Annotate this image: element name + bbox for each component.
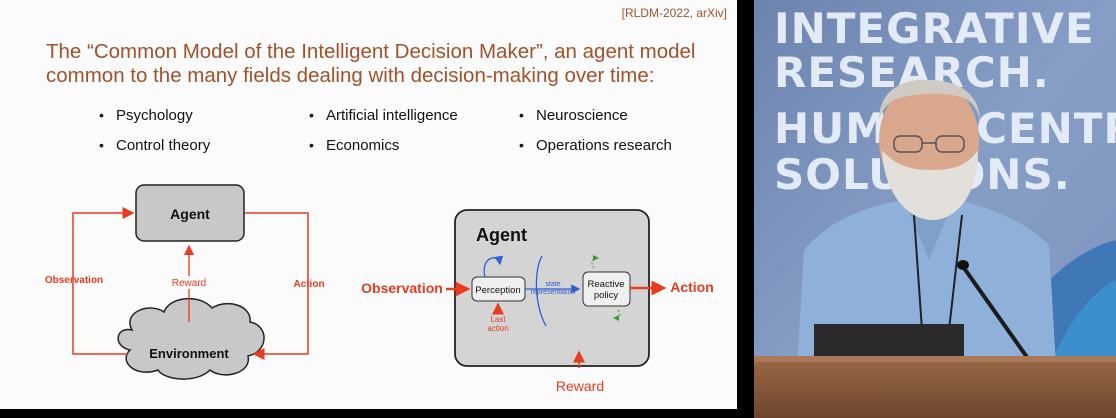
microphone-stem bbox=[962, 266, 1031, 362]
bullet-dot-icon: • bbox=[309, 137, 314, 153]
right-reward-label: Reward bbox=[556, 378, 604, 394]
laptop bbox=[814, 324, 964, 362]
glasses-right bbox=[935, 135, 965, 153]
bullet-label: Psychology bbox=[116, 107, 193, 124]
speaker-figure bbox=[754, 79, 1116, 418]
left-agent-label: Agent bbox=[170, 206, 210, 222]
last-action-label-line-1: Last bbox=[490, 315, 506, 324]
reactive-policy-label-line-1: Reactive bbox=[588, 279, 625, 290]
state-curve bbox=[535, 255, 547, 327]
bullet-item: • Neuroscience bbox=[519, 107, 628, 124]
bullet-item: • Psychology bbox=[99, 107, 193, 124]
lanyard bbox=[913, 214, 963, 331]
microphone-icon bbox=[957, 260, 969, 270]
bullet-dot-icon: • bbox=[519, 137, 524, 153]
glasses-left bbox=[893, 135, 923, 153]
bullet-dot-icon: • bbox=[309, 107, 314, 123]
right-observation-label: Observation bbox=[361, 280, 443, 296]
last-action-label-line-2: action bbox=[487, 324, 508, 333]
bullet-label: Neuroscience bbox=[536, 107, 628, 124]
speaker-hair bbox=[879, 79, 981, 125]
speaker-beard bbox=[882, 150, 978, 220]
observation-arrow bbox=[72, 207, 135, 355]
left-action-label: Action bbox=[293, 279, 324, 290]
left-agent-box bbox=[135, 184, 245, 242]
perception-loop-arrow bbox=[483, 255, 504, 278]
bullet-label: Artificial intelligence bbox=[326, 107, 458, 124]
reactive-policy-label-line-2: policy bbox=[594, 290, 619, 301]
environment-cloud bbox=[117, 297, 265, 380]
right-action-label: Action bbox=[670, 279, 714, 295]
left-reward-label: Reward bbox=[172, 278, 206, 289]
state-label-line-2: representation bbox=[531, 289, 576, 296]
right-agent-label: Agent bbox=[476, 225, 527, 245]
bullet-dot-icon: • bbox=[99, 107, 104, 123]
perception-label: Perception bbox=[475, 285, 520, 296]
slide-bottom-bar bbox=[0, 409, 737, 418]
agent-environment-diagram: Agent Environment Observation Action Rew… bbox=[45, 184, 714, 394]
bullet-label: Control theory bbox=[116, 137, 211, 154]
bullet-item: • Control theory bbox=[99, 137, 211, 154]
slide-title-line-2: common to the many fields dealing with d… bbox=[46, 64, 655, 87]
slide: [RLDM-2022, arXiv] The “Common Model of … bbox=[0, 0, 737, 418]
speaker-video: INTEGRATIVE RESEARCH. HUMAN-CENTRED SOLU… bbox=[754, 0, 1116, 418]
left-observation-label: Observation bbox=[45, 275, 103, 286]
bullet-item: • Operations research bbox=[519, 137, 672, 154]
bullet-dot-icon: • bbox=[519, 107, 524, 123]
bullet-label: Operations research bbox=[536, 137, 672, 154]
slide-citation: [RLDM-2022, arXiv] bbox=[621, 6, 727, 20]
left-environment-label: Environment bbox=[149, 346, 229, 361]
state-label-line-1: state bbox=[545, 281, 560, 288]
policy-update-arrow bbox=[591, 255, 599, 269]
bullet-item: • Economics bbox=[309, 137, 400, 154]
bullet-item: • Artificial intelligence bbox=[309, 107, 458, 124]
slide-title-line-1: The “Common Model of the Intelligent Dec… bbox=[46, 40, 696, 63]
policy-update-arrow-lower bbox=[613, 309, 621, 321]
banner-line-1: INTEGRATIVE bbox=[774, 4, 1095, 53]
slide-title: The “Common Model of the Intelligent Dec… bbox=[46, 40, 736, 88]
bullet-dot-icon: • bbox=[99, 137, 104, 153]
action-arrow bbox=[245, 212, 309, 360]
podium bbox=[754, 356, 1116, 418]
bullet-label: Economics bbox=[326, 137, 400, 154]
